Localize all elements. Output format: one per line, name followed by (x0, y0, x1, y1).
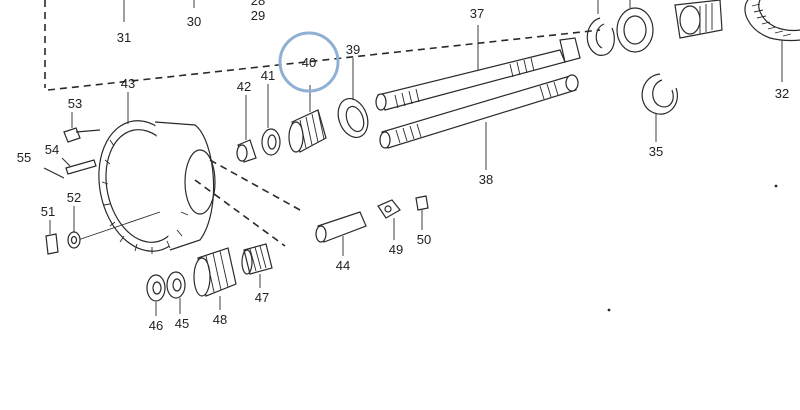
assembly-boundary (44, 0, 601, 91)
callout-52: 52 (67, 190, 81, 205)
part-32-ring-gear (744, 0, 800, 82)
callout-30: 30 (187, 14, 201, 29)
callout-43: 43 (121, 76, 135, 91)
part-42-bushing (236, 95, 257, 163)
part-50-bolt (415, 195, 429, 230)
part-38-shaft (379, 74, 579, 170)
part-44-shaft-pin (315, 211, 367, 256)
part-54-pin (61, 157, 97, 175)
callout-42: 42 (237, 79, 251, 94)
callout-31: 31 (117, 30, 131, 45)
stray-dot (774, 184, 778, 188)
bearing-right (674, 0, 723, 39)
part-39-thrust-washer (337, 58, 369, 138)
top-leaders (123, 0, 195, 22)
part-43-planetary-housing (77, 92, 216, 254)
callout-47: 47 (255, 290, 269, 305)
snap-ring-top (586, 0, 615, 56)
part-49-lock-plate (377, 199, 401, 240)
callout-37: 37 (470, 6, 484, 21)
callout-40: 40 (302, 55, 316, 70)
callout-41: 41 (261, 68, 275, 83)
callout-49: 49 (389, 242, 403, 257)
callout-48: 48 (213, 312, 227, 327)
callout-50: 50 (417, 232, 431, 247)
part-47-needle-bearing (241, 243, 273, 288)
part-35-snap-ring (641, 73, 678, 142)
callout-29: 29 (251, 8, 265, 23)
part-52-washer (67, 206, 81, 249)
part-48-planet-gear (193, 247, 237, 310)
callout-46: 46 (149, 318, 163, 333)
highlight-ring-part-40 (278, 31, 340, 93)
callout-32: 32 (775, 86, 789, 101)
part-37-shaft (375, 25, 581, 111)
callout-45: 45 (175, 316, 189, 331)
callout-55: 55 (17, 150, 31, 165)
part-55-pin (43, 167, 65, 179)
part-53-bolt (63, 112, 101, 143)
part-51-bolt (45, 220, 59, 255)
stray-dot (607, 308, 611, 312)
callout-51: 51 (41, 204, 55, 219)
callout-54: 54 (45, 142, 59, 157)
callout-labels: 31 30 28 29 37 32 40 39 43 42 41 53 54 5… (17, 0, 789, 333)
callout-38: 38 (479, 172, 493, 187)
part-46-thrust-washer (146, 274, 166, 316)
callout-53: 53 (68, 96, 82, 111)
part-45-thrust-washer (166, 271, 186, 314)
retaining-ring (616, 0, 654, 53)
part-41-washer (261, 84, 281, 156)
housing-axis (194, 159, 301, 247)
callout-39: 39 (346, 42, 360, 57)
callout-44: 44 (336, 258, 350, 273)
part-40-spur-gear (288, 85, 327, 153)
callout-35: 35 (649, 144, 663, 159)
callout-28: 28 (251, 0, 265, 8)
